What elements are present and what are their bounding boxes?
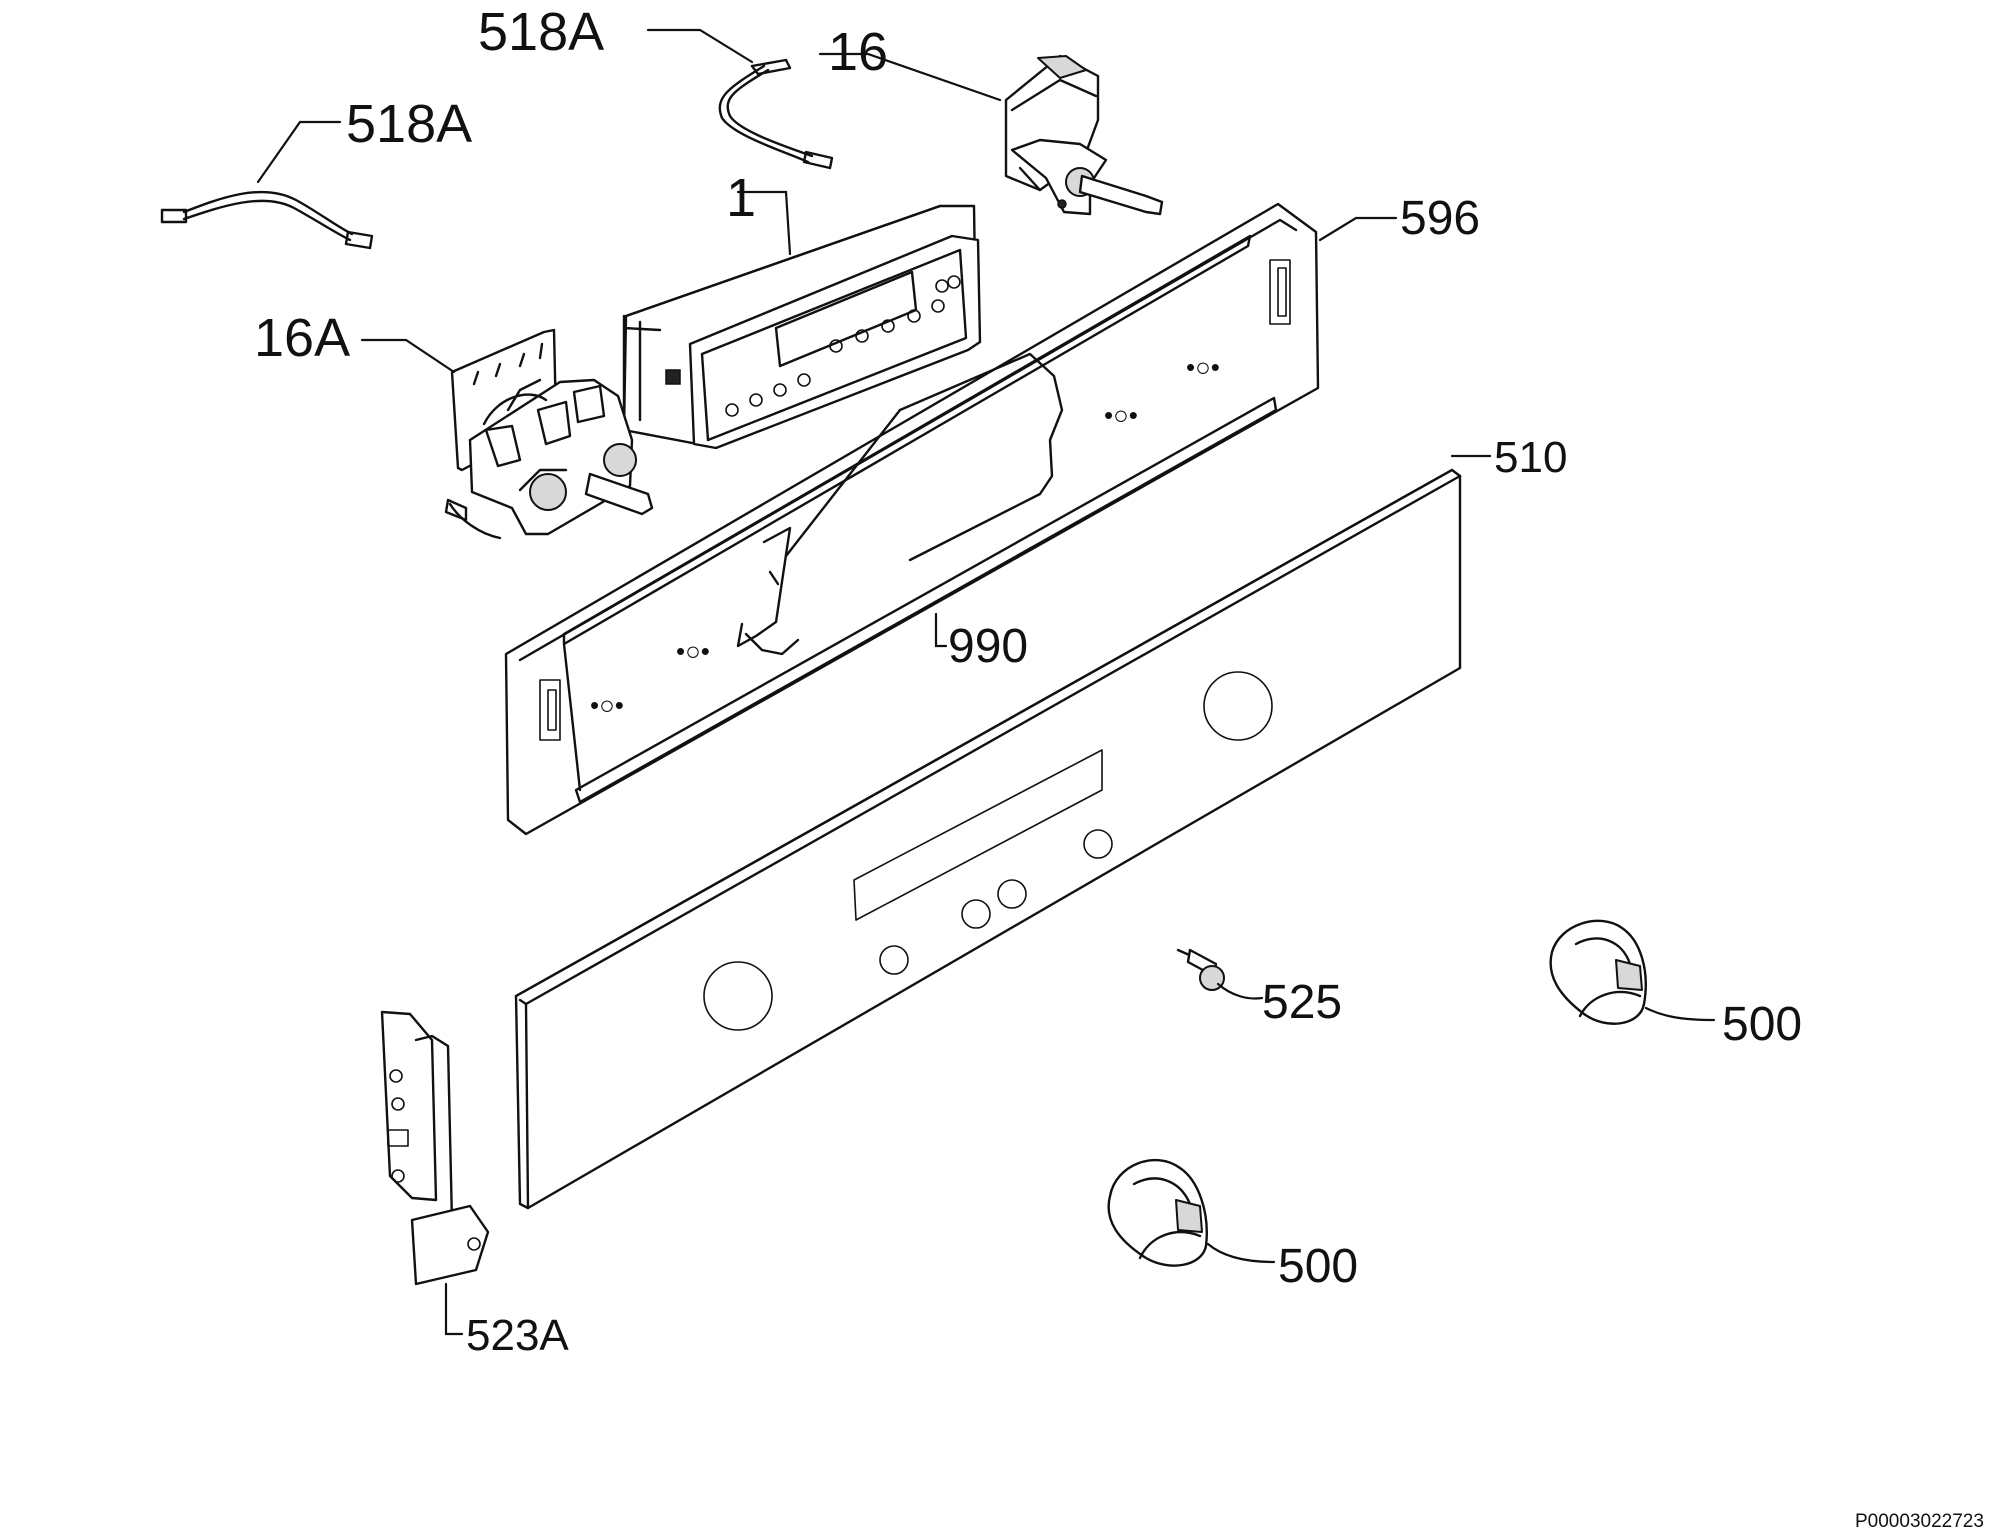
wire-harness-left (160, 190, 374, 250)
label-510: 510 (1494, 433, 1567, 482)
svg-text:•○•: •○• (590, 690, 624, 720)
switch-16 (1004, 54, 1164, 216)
pcb-990 (736, 526, 800, 656)
frame-end-slot-right (1269, 259, 1291, 325)
label-16: 16 (828, 22, 888, 82)
knob-500-right (1549, 919, 1647, 1025)
label-990: 990 (948, 620, 1028, 673)
svg-text:•○•: •○• (1104, 400, 1138, 430)
svg-text:•○•: •○• (1186, 352, 1220, 382)
label-1: 1 (726, 168, 756, 228)
label-523a: 523A (466, 1311, 569, 1360)
frame-end-slot-left (539, 679, 561, 741)
part-labels: 518A 16 518A 1 596 16A 510 990 525 500 5… (254, 2, 1802, 1360)
bracket-523a (380, 1010, 490, 1286)
label-16a: 16A (254, 308, 350, 368)
label-518a-top: 518A (478, 2, 604, 62)
frame-screw-holes: •○• •○• •○• •○• (590, 352, 1220, 720)
knob-500-bottom (1107, 1158, 1208, 1267)
panel-frame-596: •○• •○• •○• •○• (504, 202, 1320, 836)
drawing-reference-number: P00003022723 (1855, 1511, 1984, 1532)
label-500-right: 500 (1722, 998, 1802, 1051)
wire-harness-top (718, 58, 834, 170)
display-buttons (725, 275, 961, 417)
bracket-holes (387, 1069, 409, 1183)
leader-lines (256, 28, 1716, 1336)
front-panel-510 (514, 468, 1462, 1210)
label-525: 525 (1262, 976, 1342, 1029)
selector-switch-16a (444, 328, 654, 540)
label-518a-left: 518A (346, 94, 472, 154)
svg-text:•○•: •○• (676, 636, 710, 666)
label-596: 596 (1400, 192, 1480, 245)
label-500-bottom: 500 (1278, 1240, 1358, 1293)
display-module-1 (622, 204, 982, 450)
